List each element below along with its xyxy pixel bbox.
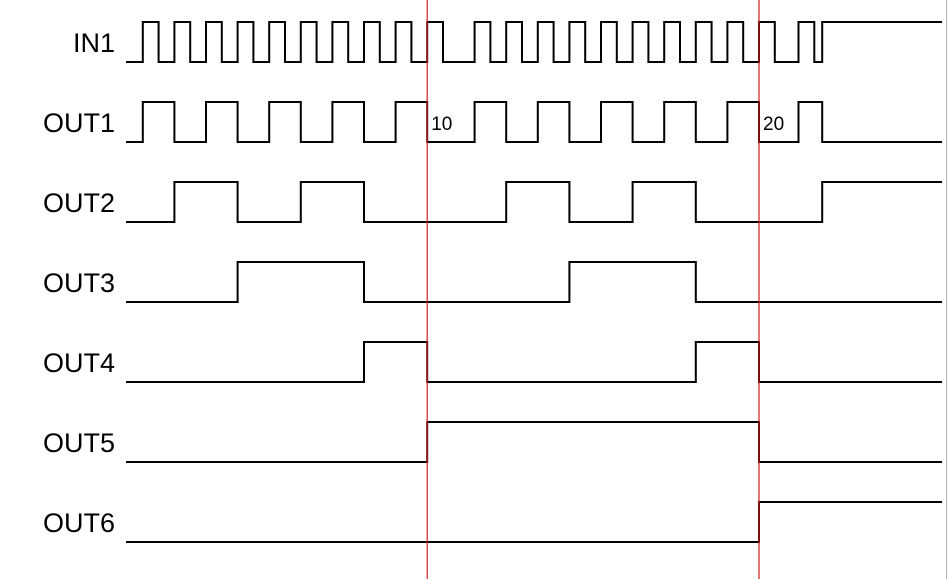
marker-label-20: 20 [763,114,784,135]
marker-label-10: 10 [431,114,452,135]
waveform-out5 [126,421,942,463]
signal-label-out2: OUT2 [43,188,115,218]
waveform-out2 [126,181,942,223]
signal-row-out5: OUT5 [43,421,942,463]
signal-row-out1: OUT1 [43,101,942,143]
signal-label-out5: OUT5 [43,428,115,458]
time-marker-20: 20 [758,0,784,579]
markers-layer: 10 20 [426,0,784,579]
waveform-in1 [126,21,942,63]
signal-label-out6: OUT6 [43,508,115,538]
signal-label-out1: OUT1 [43,108,115,138]
signal-row-out2: OUT2 [43,181,942,223]
signal-label-out3: OUT3 [43,268,115,298]
signal-row-out3: OUT3 [43,261,942,303]
signal-label-out4: OUT4 [43,348,115,378]
signal-row-in1: IN1 [73,21,942,63]
time-marker-10: 10 [426,0,452,579]
waveform-out3 [126,261,942,303]
waveform-out1 [126,101,942,143]
signal-label-in1: IN1 [73,28,115,58]
